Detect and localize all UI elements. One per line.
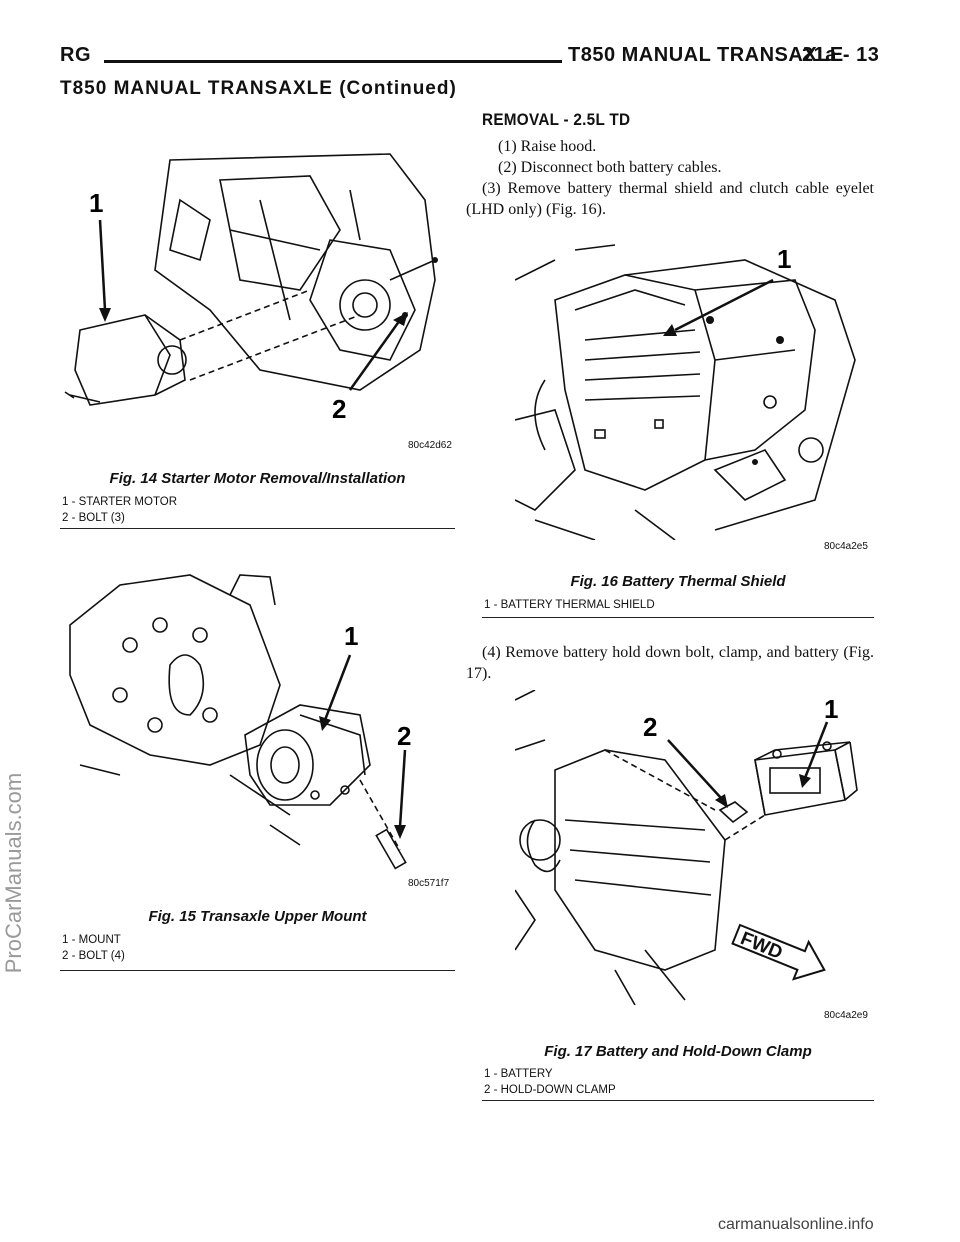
continued-title: T850 MANUAL TRANSAXLE (Continued) [60, 78, 457, 99]
fig16-code: 80c4a2e5 [824, 541, 868, 552]
fig14-caption: Fig. 14 Starter Motor Removal/Installati… [109, 470, 406, 487]
header-left: RG [60, 44, 91, 66]
fig15-code: 80c571f7 [408, 878, 450, 889]
fig16-caption: Fig. 16 Battery Thermal Shield [570, 573, 786, 590]
fig14-callout-1: 1 [89, 188, 103, 218]
fig15-callout-2: 2 [397, 721, 411, 751]
fig15-legend-2: 2 - BOLT (4) [62, 950, 125, 962]
header-rule-left [104, 60, 562, 63]
fig14-code: 80c42d62 [408, 440, 452, 451]
step-3: (3) Remove battery thermal shield and cl… [466, 180, 874, 218]
fig14-illustration: 1 2 [60, 140, 455, 460]
fig17-rule [482, 1100, 874, 1101]
fig17-code: 80c4a2e9 [824, 1010, 868, 1021]
step-1: (1) Raise hood. [498, 138, 597, 155]
fig17-callout-1: 1 [824, 694, 838, 724]
fig17-legend-2: 2 - HOLD-DOWN CLAMP [484, 1084, 616, 1096]
fig15-callout-1: 1 [344, 621, 358, 651]
fig16-rule [482, 617, 874, 618]
fig15-legend-1: 1 - MOUNT [62, 934, 121, 946]
fig17-callout-2: 2 [643, 712, 657, 742]
fig16-legend-1: 1 - BATTERY THERMAL SHIELD [484, 599, 655, 611]
fig17-illustration: FWD 1 2 [514, 689, 865, 1006]
fig15-caption: Fig. 15 Transaxle Upper Mount [148, 908, 367, 925]
fig16-illustration: 1 [514, 240, 865, 541]
fig17-caption: Fig. 17 Battery and Hold-Down Clamp [544, 1043, 812, 1060]
fig15-rule [60, 970, 455, 971]
fig15-illustration: 1 2 [60, 565, 455, 875]
fig14-legend-2: 2 - BOLT (3) [62, 512, 125, 524]
step-2: (2) Disconnect both battery cables. [498, 159, 722, 176]
footer-watermark: carmanualsonline.info [718, 1216, 874, 1233]
header-page-number: 21a - 13 [802, 44, 880, 66]
step-4: (4) Remove battery hold down bolt, clamp… [466, 644, 874, 682]
header-title: T850 MANUAL TRANSAXLE [568, 44, 844, 66]
fig17-legend-1: 1 - BATTERY [484, 1068, 553, 1080]
fig14-callout-2: 2 [332, 394, 346, 424]
section-title: REMOVAL - 2.5L TD [482, 110, 631, 129]
fig16-callout-1: 1 [777, 244, 791, 274]
side-watermark: ProCarManuals.com [1, 772, 26, 974]
fig14-rule [60, 528, 455, 529]
fig14-legend-1: 1 - STARTER MOTOR [62, 496, 178, 508]
